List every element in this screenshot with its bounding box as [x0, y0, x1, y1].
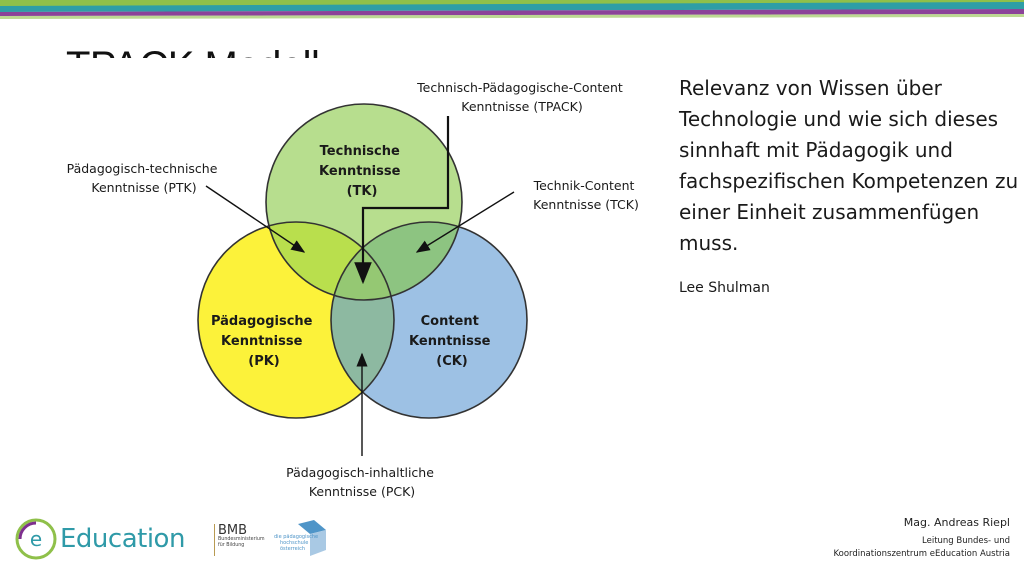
ph-logo: die pädagogische hochschule österreich	[274, 520, 326, 556]
label-content: Content Kenntnisse (CK)	[409, 314, 495, 369]
callout-pck: Pädagogisch-inhaltliche Kenntnisse (PCK)	[286, 465, 438, 499]
header-stripes	[0, 0, 1024, 19]
presenter-role-1: Leitung Bundes- und	[922, 536, 1010, 546]
arrow-tpack	[354, 116, 450, 285]
svg-text:österreich: österreich	[280, 546, 305, 552]
eeducation-mark-icon: e	[15, 518, 57, 560]
bmb-logo-sub-1: Bundesministerium	[218, 537, 265, 542]
eeducation-logo-text: Education	[60, 524, 185, 554]
presenter-role-2: Koordinationszentrum eEducation Austria	[833, 549, 1010, 559]
bmb-logo-sub-2: für Bildung	[218, 543, 245, 548]
arrow-tck	[415, 191, 515, 253]
svg-text:e: e	[30, 527, 42, 551]
callout-tpack: Technisch-Pädagogische-Content Kenntniss…	[416, 80, 627, 114]
svg-text:die pädagogische: die pädagogische	[274, 534, 318, 540]
callout-ptk: Pädagogisch-technische Kenntnisse (PTK)	[67, 161, 222, 195]
bmb-logo-title: BMB	[218, 523, 248, 538]
presenter-info: Mag. Andreas Riepl Leitung Bundes- und K…	[833, 516, 1010, 561]
eeducation-logo: e Education	[14, 516, 185, 562]
bmb-logo: BMB Bundesministerium für Bildung	[214, 524, 272, 556]
label-technical: Technische Kenntnisse (TK)	[319, 144, 405, 199]
arrow-ptk	[205, 185, 306, 253]
label-pedagogical: Pädagogische Kenntnisse (PK)	[211, 314, 317, 369]
tpack-diagram: Technische Kenntnisse (TK) Pädagogische …	[36, 58, 676, 518]
quote-author: Lee Shulman	[679, 280, 770, 296]
quote-text: Relevanz von Wissen über Technologie und…	[679, 76, 1019, 255]
presenter-name: Mag. Andreas Riepl	[903, 516, 1010, 529]
svg-text:hochschule: hochschule	[280, 540, 308, 546]
callout-tck: Technik-Content Kenntnisse (TCK)	[533, 178, 639, 212]
